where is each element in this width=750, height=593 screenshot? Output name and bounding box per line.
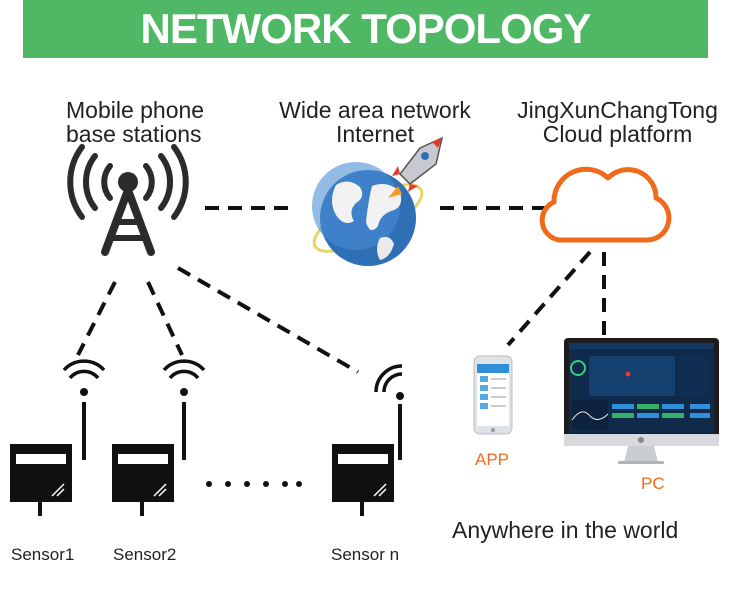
caption-anywhere: Anywhere in the world (452, 517, 679, 543)
sensor-n-icon (332, 364, 404, 516)
internet-label: Wide area network Internet (270, 98, 480, 146)
cloud-label-line1: JingXunChangTong (517, 97, 718, 123)
cloud-label-line2: Cloud platform (542, 121, 693, 147)
pc-label: PC (641, 474, 665, 493)
tower-icon (67, 144, 189, 256)
sensor-2-icon (112, 359, 206, 516)
app-label: APP (475, 450, 510, 469)
sensor-1-icon (10, 359, 106, 516)
link-tower-sensor2 (146, 281, 184, 356)
base-station-label: Mobile phone base stations (66, 98, 204, 146)
rocket-icon (388, 136, 444, 198)
internet-label-line1: Wide area network (279, 97, 471, 123)
sensor-1-label: Sensor1 (11, 545, 75, 564)
cloud-icon (539, 166, 672, 243)
title-banner: NETWORK TOPOLOGY (23, 0, 708, 58)
cloud-label: JingXunChangTong Cloud platform (505, 98, 730, 146)
base-station-label-line2: base stations (66, 121, 202, 147)
connection-lines (76, 206, 606, 374)
sensor-2-label: Sensor2 (113, 545, 177, 564)
link-tower-sensorn (176, 266, 360, 374)
more-sensors-dots (206, 481, 302, 487)
monitor-icon (564, 338, 719, 464)
smartphone-icon (473, 355, 513, 435)
page-title: NETWORK TOPOLOGY (140, 5, 592, 52)
base-station-label-line1: Mobile phone (66, 97, 205, 123)
sensor-n-label: Sensor n (331, 545, 400, 564)
link-tower-sensor1 (76, 281, 117, 356)
link-cloud-app (506, 250, 592, 347)
internet-label-line2: Internet (336, 121, 414, 147)
